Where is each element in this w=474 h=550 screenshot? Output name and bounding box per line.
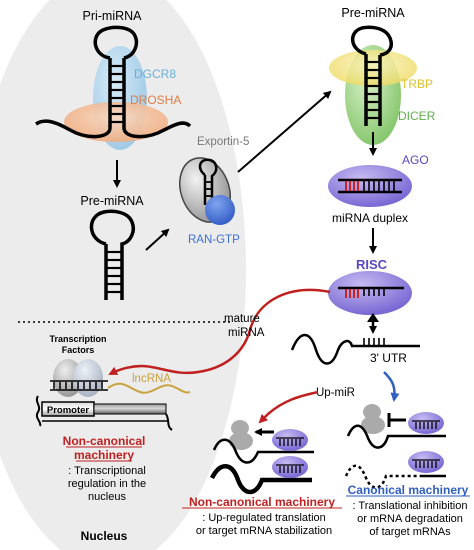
nc-title: Non-canonical machinery [189,495,335,509]
trbp-protein [329,50,417,86]
protein-blob-upper [231,420,249,436]
ago-label: AGO [402,153,429,167]
can-desc-3: of target mRNAs [369,526,451,538]
nc-nucleus-title-2: machinery [74,448,134,462]
mature-label-2: miRNA [228,327,265,339]
pri-mirna-complex [35,25,192,150]
exportin-complex [179,157,235,225]
tf-label-1: Transcription [49,334,106,344]
ran-gtp-protein [205,195,235,225]
ribosome-lower [361,416,385,434]
nc-nucleus-desc-3: nucleus [88,491,126,503]
pre-mirna-cyto-label: Pre-miRNA [341,6,405,20]
ago-small-4 [408,451,444,473]
ago-small-2 [272,456,308,478]
nc-upregulation-illustration [209,420,314,495]
mature-label-1: mature [224,313,260,325]
canonical-inhibition-illustration [344,404,446,489]
can-desc-2: or mRNA degradation [357,513,463,525]
nc-desc-2: or target mRNA stabilization [196,525,332,537]
drosha-label: DROSHA [130,93,181,107]
risc-label: RISC [356,257,388,272]
lncrna-strand [107,382,191,394]
exportin-label: Exportin-5 [197,136,249,148]
gene-body [93,403,167,415]
canonical-arrow [383,371,400,402]
tf-label-2: Factors [62,345,95,355]
nucleus-label: Nucleus [81,529,128,543]
protein-blob-lower [229,432,253,450]
mirna-duplex-label: miRNA duplex [332,211,408,225]
gene-promoter [35,395,173,431]
mature-mirna-arrow [108,288,331,376]
ago-small-3 [408,412,444,434]
lncrna-label: lncRNA [132,373,171,385]
dicer-label: DICER [398,109,436,123]
nc-nucleus-title-1: Non-canonical [63,434,146,448]
utr-label: 3' UTR [370,351,407,365]
dicer-complex [329,25,417,145]
nc-nucleus-desc-2: regulation in the [68,478,146,490]
ribosome-upper [363,404,381,420]
nc-nucleus-desc-1: : Transcriptional [68,465,146,477]
pri-mirna-label: Pri-miRNA [82,9,142,23]
ago-small-1 [272,429,308,451]
up-mir-arrow [258,390,319,424]
can-title: Canonical machinery [348,483,469,497]
dgcr8-label: DGCR8 [134,67,176,81]
pre-mirna-nucleus-label: Pre-miRNA [80,194,144,208]
ran-gtp-label: RAN-GTP [188,234,240,246]
ago-duplex [328,165,412,207]
up-mir-label: Up-miR [316,387,355,399]
arrow-exportin-to-dicer [237,90,332,173]
can-desc-1: : Translational inhibition [353,500,468,512]
trbp-label: TRBP [401,77,433,91]
nc-desc-1: : Up-regulated translation [202,512,326,524]
pre-mirna-hairpin [89,209,135,300]
risc-ago-protein [328,271,412,315]
risc-complex [328,271,412,315]
promoter-label: Promoter [47,405,90,416]
transcription-factors [50,359,108,397]
arrow-pre-to-exportin [145,228,170,251]
target-mrna [290,333,420,365]
ago-protein [328,165,412,207]
tf-protein-2 [73,359,103,397]
